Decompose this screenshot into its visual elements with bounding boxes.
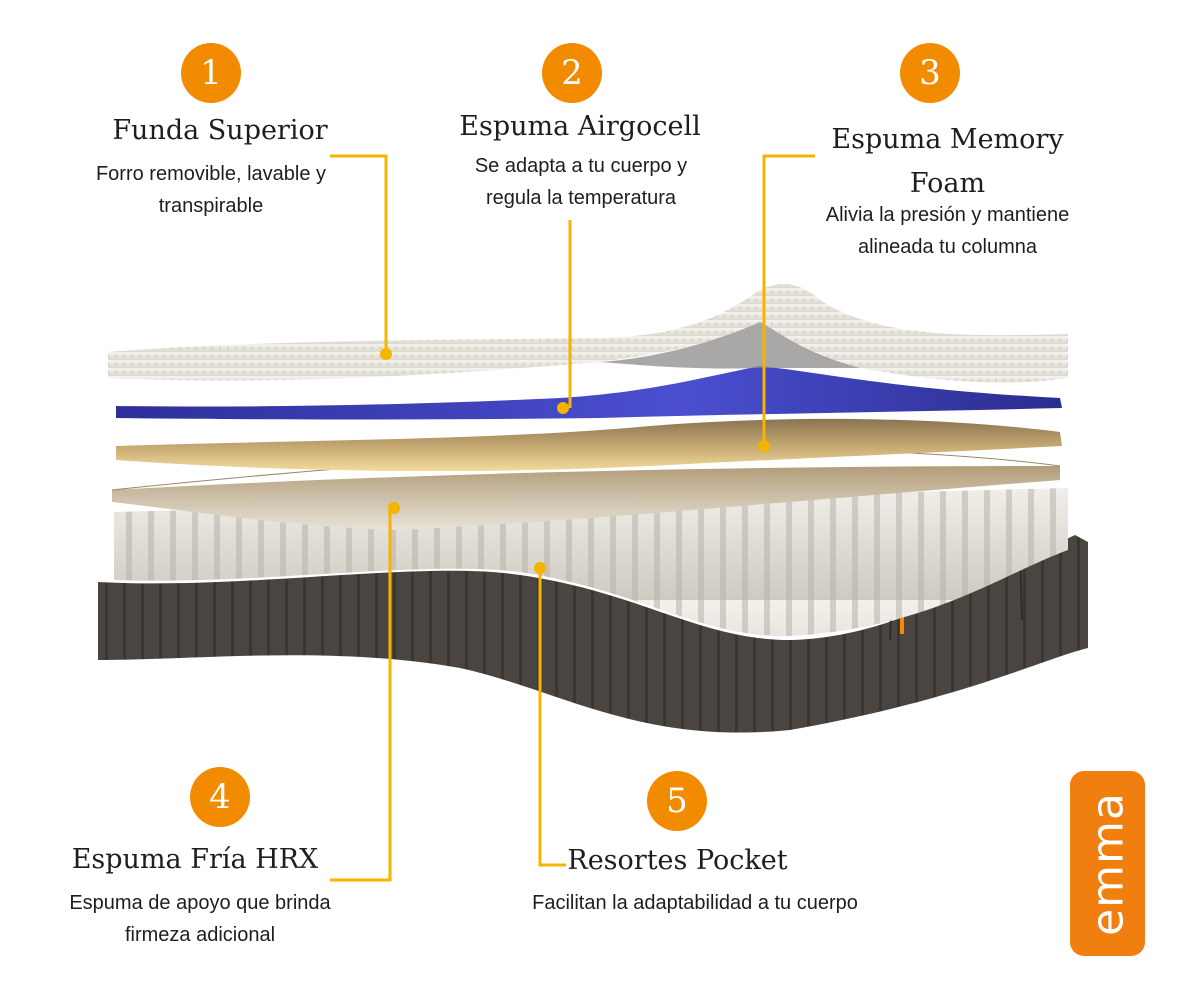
airgocell-layer xyxy=(116,366,1062,420)
connector-dot-3 xyxy=(758,440,770,452)
connector-line-1 xyxy=(330,154,388,354)
connector-dot-2 xyxy=(557,402,569,414)
layer-1-desc: Forro removible, lavable y transpirable xyxy=(95,163,327,217)
connector-dot-1 xyxy=(380,348,392,360)
emma-logo-text: emma xyxy=(1082,791,1133,936)
layer-1-title: Funda Superior xyxy=(112,115,328,146)
mattress-base xyxy=(98,535,1088,733)
layer-5-badge: 5 xyxy=(647,771,707,831)
layer-1-badge: 1 xyxy=(181,43,241,103)
layer-2-title: Espuma Airgocell xyxy=(459,111,701,142)
layer-2-desc: Se adapta a tu cuerpo y regula la temper… xyxy=(474,155,688,209)
top-cover-layer xyxy=(108,284,1068,383)
memory-foam-layer xyxy=(116,418,1062,472)
layer-4-badge: 4 xyxy=(190,767,250,827)
layer-3-title: Espuma Memory Foam xyxy=(831,124,1064,199)
connector-dot-5 xyxy=(534,562,546,574)
layer-5-desc: Facilitan la adaptabilidad a tu cuerpo xyxy=(532,892,858,914)
layer-4-desc: Espuma de apoyo que brinda firmeza adici… xyxy=(69,892,331,946)
layer-3-badge: 3 xyxy=(900,43,960,103)
hrx-foam-layer xyxy=(112,466,1060,530)
connector-dot-4 xyxy=(388,502,400,514)
layer-4-title: Espuma Fría HRX xyxy=(71,844,319,875)
layer-3-desc: Alivia la presión y mantiene alineada tu… xyxy=(825,204,1070,258)
connector-line-4 xyxy=(330,508,392,882)
layer-2-badge: 2 xyxy=(542,43,602,103)
connector-line-5 xyxy=(538,568,566,867)
layer-5-title: Resortes Pocket xyxy=(567,845,788,876)
emma-logo: emma xyxy=(1070,771,1145,956)
connector-line-3 xyxy=(762,154,815,446)
